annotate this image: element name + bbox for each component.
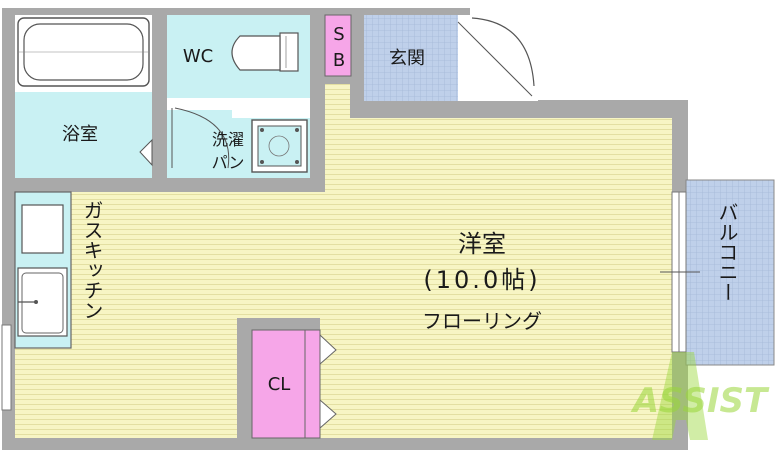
closet-label: CL [268, 374, 291, 395]
sb-label-top: S [333, 24, 344, 45]
laundry-label-1: 洗濯 [212, 130, 244, 149]
closet [237, 318, 337, 439]
entrance-area [324, 14, 538, 118]
western-room-size: (10.0帖) [423, 266, 540, 294]
laundry-label-2: パン [212, 153, 245, 172]
sink-icon [17, 267, 68, 337]
toilet-icon [231, 32, 299, 72]
balcony [660, 179, 775, 366]
kitchen [14, 191, 72, 349]
sb-label-bottom: B [333, 50, 345, 71]
wc-label: WC [183, 46, 213, 67]
bathroom [15, 15, 153, 178]
kitchen-label: ガスキッチン [80, 200, 104, 320]
flooring-label: フローリング [422, 309, 542, 333]
genkan [364, 15, 458, 101]
wc-room [167, 15, 310, 98]
assist-logo: ASSIST [630, 352, 770, 440]
laundry-area [167, 98, 310, 178]
bath-label: 浴室 [62, 124, 98, 145]
balcony-label: バルコニー [715, 202, 739, 302]
washer-pan-icon [251, 119, 308, 173]
watermark-text: ASSIST [630, 381, 770, 421]
shoe-box [324, 14, 352, 77]
stove-icon [21, 204, 64, 254]
entrance-label: 玄関 [389, 48, 425, 69]
western-room-label: 洋室 [458, 230, 506, 258]
window [1, 324, 12, 411]
